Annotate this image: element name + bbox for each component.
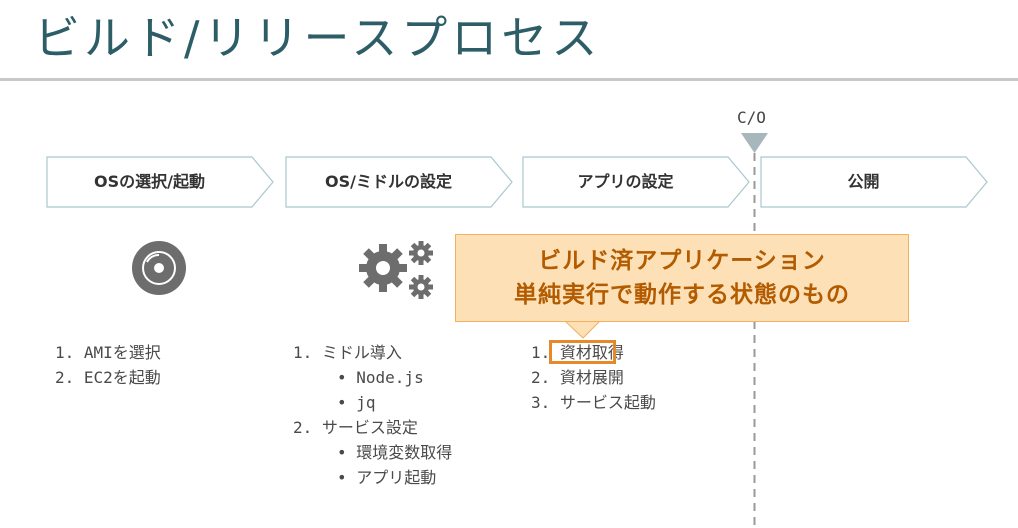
list-item: 3. サービス起動: [531, 393, 656, 412]
step-chevron-os: [46, 156, 274, 208]
material-highlight-box: [549, 340, 616, 364]
page-title: ビルド/リリースプロセス: [34, 11, 602, 65]
list-item: 1. AMIを選択: [55, 343, 161, 362]
gears-icon: [359, 241, 433, 299]
os-step-list: 1. AMIを選択 2. EC2を起動: [55, 340, 161, 390]
list-subitem: • jq: [337, 393, 376, 412]
list-item: 2. EC2を起動: [55, 368, 161, 387]
callout-line-1: ビルド済アプリケーション: [538, 248, 826, 274]
app-step-list: 1. 資材取得 2. 資材展開 3. サービス起動: [531, 340, 656, 415]
step-chevron-app: [522, 156, 750, 208]
list-item: 2. サービス設定: [293, 418, 418, 437]
step-label-middle: OS/ミドルの設定: [325, 172, 452, 191]
list-subitem: • Node.js: [337, 368, 424, 387]
cutover-marker: [741, 133, 768, 153]
disc-icon: [132, 241, 186, 295]
step-label-app: アプリの設定: [577, 172, 674, 191]
callout-box: ビルド済アプリケーション 単純実行で動作する状態のもの: [455, 234, 909, 322]
cutover-label: C/O: [737, 108, 766, 127]
list-subitem: • アプリ起動: [337, 468, 437, 487]
callout-pointer: [563, 320, 602, 339]
title-divider: [0, 78, 1018, 81]
list-item: 1. ミドル導入: [293, 343, 402, 362]
list-subitem: • 環境変数取得: [337, 443, 453, 462]
step-label-publish: 公開: [847, 172, 880, 191]
callout-line-2: 単純実行で動作する状態のもの: [514, 282, 850, 308]
middle-step-list: 1. ミドル導入 • Node.js • jq 2. サービス設定 • 環境変数…: [293, 340, 452, 490]
step-chevron-middle: [285, 156, 513, 208]
list-item: 1. 資材取得: [531, 343, 624, 362]
step-label-os: OSの選択/起動: [94, 172, 205, 191]
step-chevron-publish: [760, 156, 988, 208]
list-item: 2. 資材展開: [531, 368, 624, 387]
